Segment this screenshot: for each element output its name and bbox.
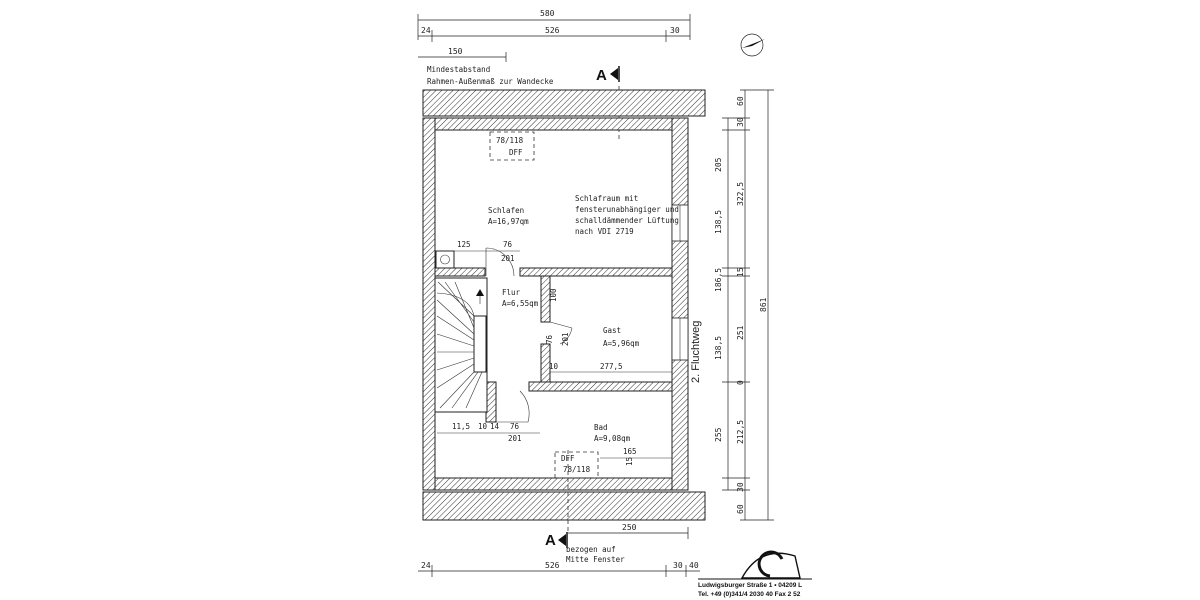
door-gast (549, 321, 573, 345)
door-bad (496, 390, 530, 423)
svg-text:15: 15 (736, 267, 745, 277)
svg-text:526: 526 (545, 561, 560, 570)
door-schlafen (485, 247, 515, 277)
note-bezogen: bezogen auf (566, 545, 616, 554)
svg-text:30: 30 (736, 482, 745, 492)
svg-text:11,5: 11,5 (452, 422, 470, 431)
room-bad-name: Bad (594, 423, 608, 432)
svg-text:15: 15 (625, 457, 634, 466)
svg-text:201: 201 (561, 332, 570, 346)
shaft-symbol (435, 250, 455, 269)
svg-text:201: 201 (501, 254, 515, 263)
svg-text:10: 10 (478, 422, 488, 431)
ventilation-note-3: schalldämmender Lüftung (575, 216, 679, 225)
window-right-lower (671, 317, 689, 361)
skylight-top: 78/118 DFF (489, 131, 535, 161)
firm-contact: Tel. +49 (0)341/4 2030 40 Fax 2 52 (698, 591, 801, 598)
firm-address: Ludwigsburger Straße 1 • 04209 L (698, 582, 802, 589)
dim-580: 580 (540, 9, 555, 18)
room-gast-area: A=5,96qm (603, 339, 640, 348)
skylight-bottom: DFF 78/118 (554, 451, 599, 479)
svg-text:125: 125 (457, 240, 471, 249)
svg-text:10: 10 (549, 362, 559, 371)
svg-text:14: 14 (490, 422, 500, 431)
svg-text:0: 0 (736, 380, 745, 385)
roof-overhang-bottom (422, 491, 706, 521)
dim-24-top: 24 (421, 26, 431, 35)
note-mindestabstand: Mindestabstand (427, 65, 490, 74)
svg-text:60: 60 (736, 504, 745, 514)
section-marker-bottom: A (545, 450, 569, 549)
svg-text:76: 76 (545, 334, 554, 344)
svg-text:24: 24 (421, 561, 431, 570)
dim-150: 150 (448, 47, 463, 56)
skylight-top-size: 78/118 (496, 136, 524, 145)
north-arrow-icon (740, 33, 765, 57)
room-schlafen-name: Schlafen (488, 206, 524, 215)
svg-text:60: 60 (736, 96, 745, 106)
right-dimensions: 60 30 205 138,5 322,5 186,5 15 251 138,5… (714, 89, 774, 521)
room-bad-area: A=9,08qm (594, 434, 631, 443)
svg-text:76: 76 (510, 422, 520, 431)
roof-overhang-top (422, 89, 706, 117)
svg-text:138,5: 138,5 (714, 336, 723, 360)
staircase (434, 277, 488, 413)
room-schlafen-area: A=16,97qm (488, 217, 529, 226)
svg-text:212,5: 212,5 (736, 420, 745, 444)
bottom-dimensions: 250 bezogen auf Mitte Fenster 24 526 30 … (418, 523, 700, 577)
svg-text:76: 76 (503, 240, 513, 249)
svg-text:250: 250 (622, 523, 637, 532)
note-rahmen: Rahmen-Außenmaß zur Wandecke (427, 77, 554, 86)
firm-logo (698, 550, 812, 580)
svg-text:255: 255 (714, 427, 723, 442)
svg-text:861: 861 (759, 297, 768, 312)
dim-526-top: 526 (545, 26, 560, 35)
escape-route-label: 2. Fluchtweg (690, 321, 702, 383)
svg-text:322,5: 322,5 (736, 182, 745, 206)
room-gast-name: Gast (603, 326, 621, 335)
interior-dimensions: 125 76 201 100 76 201 10 277,5 11,5 10 1… (437, 240, 672, 466)
window-right-upper (671, 204, 689, 242)
room-flur-name: Flur (502, 288, 521, 297)
svg-text:165: 165 (623, 447, 637, 456)
skylight-top-type: DFF (509, 148, 523, 157)
svg-text:138,5: 138,5 (714, 210, 723, 234)
top-dimensions: 580 24 526 30 150 Mindestabstand Rahmen-… (417, 9, 691, 86)
section-label-bottom: A (545, 532, 556, 549)
interior-walls (434, 267, 673, 423)
ventilation-note-1: Schlafraum mit (575, 194, 638, 203)
ventilation-note-4: nach VDI 2719 (575, 227, 634, 236)
skylight-bottom-size: 78/118 (563, 465, 591, 474)
dim-30-top: 30 (670, 26, 680, 35)
section-label-top: A (596, 67, 607, 84)
ventilation-note-2: fensterunabhängiger und (575, 205, 679, 214)
svg-text:40: 40 (689, 561, 699, 570)
svg-text:201: 201 (508, 434, 522, 443)
svg-text:205: 205 (714, 157, 723, 172)
note-mitte-fenster: Mitte Fenster (566, 555, 625, 564)
svg-text:30: 30 (736, 117, 745, 127)
svg-text:100: 100 (549, 288, 558, 302)
svg-text:277,5: 277,5 (600, 362, 623, 371)
svg-text:30: 30 (673, 561, 683, 570)
svg-text:186,5: 186,5 (714, 268, 723, 292)
room-flur-area: A=6,55qm (502, 299, 539, 308)
svg-text:251: 251 (736, 325, 745, 340)
